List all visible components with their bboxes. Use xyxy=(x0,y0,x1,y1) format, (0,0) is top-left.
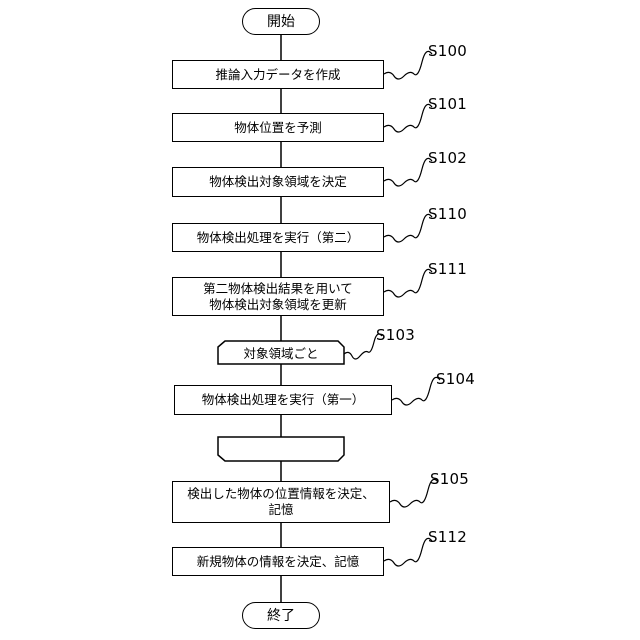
step-box-s110: 物体検出処理を実行（第二） xyxy=(172,223,384,252)
step-label-s100: S100 xyxy=(428,42,467,60)
step-label-s101: S101 xyxy=(428,95,467,113)
leader-s101 xyxy=(384,104,432,132)
step-box-s105: 検出した物体の位置情報を決定、 記憶 xyxy=(172,481,390,523)
step-label-s105: S105 xyxy=(430,470,469,488)
leader-s100 xyxy=(384,51,432,79)
step-label-s110: S110 xyxy=(428,205,467,223)
leader-s111 xyxy=(384,269,432,297)
loop-end-label xyxy=(218,437,344,461)
step-box-s111: 第二物体検出結果を用いて 物体検出対象領域を更新 xyxy=(172,277,384,316)
leader-s110 xyxy=(384,214,432,242)
step-label-s112: S112 xyxy=(428,528,467,546)
start-terminal: 開始 xyxy=(242,8,320,35)
leader-s102 xyxy=(384,158,432,186)
loop-start-label: 対象領域ごと xyxy=(218,341,344,364)
step-box-s101: 物体位置を予測 xyxy=(172,113,384,142)
step-label-s102: S102 xyxy=(428,149,467,167)
end-terminal: 終了 xyxy=(242,602,320,629)
step-label-s103: S103 xyxy=(376,326,415,344)
step-box-s104: 物体検出処理を実行（第一） xyxy=(174,385,392,415)
leader-s104 xyxy=(392,377,440,405)
step-box-s100: 推論入力データを作成 xyxy=(172,60,384,89)
leader-s112 xyxy=(384,538,432,566)
step-label-s111: S111 xyxy=(428,260,467,278)
step-label-s104: S104 xyxy=(436,370,475,388)
step-box-s112: 新規物体の情報を決定、記憶 xyxy=(172,547,384,576)
step-box-s102: 物体検出対象領域を決定 xyxy=(172,167,384,197)
